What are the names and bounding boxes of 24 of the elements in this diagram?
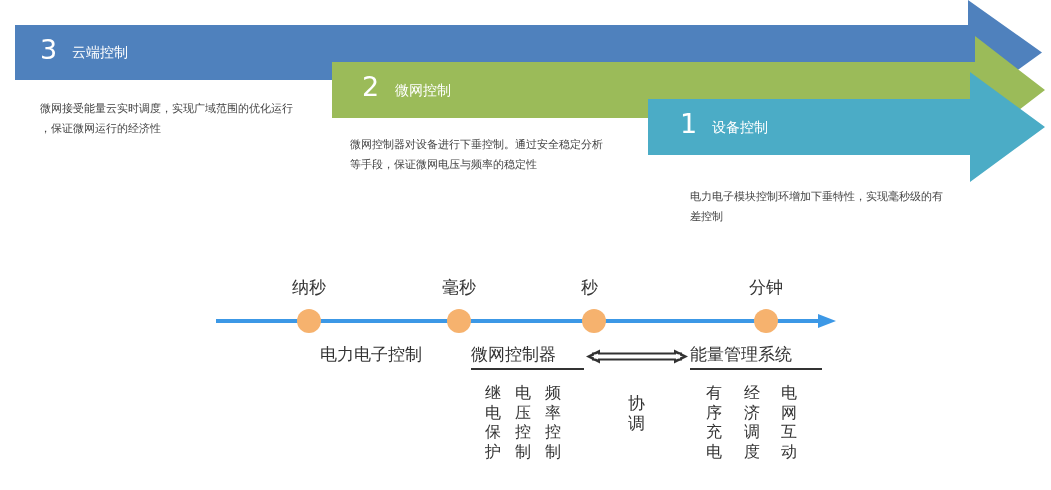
underlined-heading: 能量管理系统 [690, 343, 822, 370]
time-label: 毫秒 [442, 276, 476, 298]
vertical-label: 频率控制 [545, 383, 562, 461]
vertical-label: 有序充电 [706, 383, 723, 461]
step-number: 2 [362, 70, 380, 104]
double-arrow [586, 349, 688, 364]
vertical-label: 继电保护 [485, 383, 502, 461]
time-label: 秒 [580, 276, 598, 298]
vertical-label: 电网互动 [781, 383, 798, 461]
description-text: 电力电子模块控制环增加下垂特性，实现毫秒级的有差控制 [690, 189, 944, 225]
category-label: 电力电子控制 [320, 343, 422, 365]
description-text: 微网控制器对设备进行下垂控制。通过安全稳定分析等手段，保证微网电压与频率的稳定性 [350, 137, 604, 173]
step-number: 1 [680, 107, 698, 141]
underlined-heading: 微网控制器 [471, 343, 584, 370]
description-text: 微网接受能量云实时调度，实现广域范围的优化运行，保证微网运行的经济性 [40, 101, 294, 137]
time-label: 分钟 [749, 276, 783, 298]
band-title: 设备控制 [712, 118, 768, 137]
vertical-label: 经济调度 [744, 383, 761, 461]
vertical-label: 电压控制 [515, 383, 532, 461]
edge-label: 协调 [628, 392, 646, 433]
band-title: 微网控制 [395, 81, 451, 100]
time-label: 纳秒 [292, 276, 326, 298]
band-title: 云端控制 [72, 43, 128, 62]
step-number: 3 [40, 33, 58, 67]
